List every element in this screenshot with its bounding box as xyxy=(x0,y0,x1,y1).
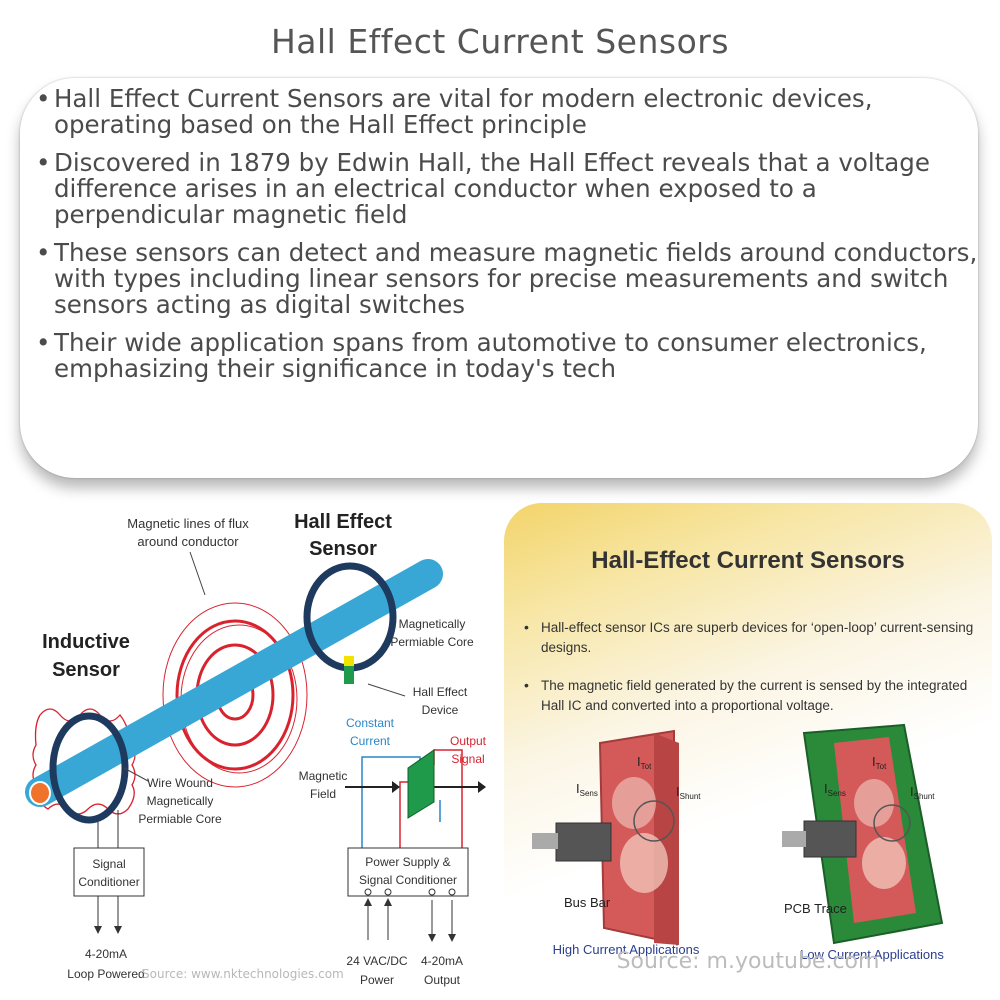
i-tot-label-2: ITot xyxy=(872,754,887,771)
bullet-item: •Their wide application spans from autom… xyxy=(34,330,984,382)
content-card xyxy=(20,78,978,478)
i-sens-label-2: ISens xyxy=(824,781,846,798)
loop-powered-label: Loop Powered xyxy=(67,967,144,981)
hall-sensor-title: Hall Effect xyxy=(294,511,392,533)
bullet-text: Hall Effect Current Sensors are vital fo… xyxy=(54,84,873,139)
inductive-sensor-title: Sensor xyxy=(52,659,120,681)
left-source: Source: www.nktechnologies.com xyxy=(142,967,344,981)
slide-bullet: Hall-effect sensor ICs are superb device… xyxy=(541,620,977,655)
slide-bullet-glyph: • xyxy=(524,677,529,693)
output-signal-label: Signal xyxy=(451,752,484,766)
hall-device-chip xyxy=(344,656,354,684)
flux-label: around conductor xyxy=(137,534,239,549)
magnetic-field-label: Magnetic xyxy=(299,769,348,783)
slide-bullet-line: designs. xyxy=(541,640,591,655)
hall-circuit xyxy=(345,749,486,848)
i-shunt-label-2: IShunt xyxy=(910,784,935,801)
hall-sensor-title: Sensor xyxy=(309,538,377,560)
bullet-item: •Hall Effect Current Sensors are vital f… xyxy=(34,86,984,138)
slide-canvas: Hall-Effect Current Sensors • Hall-effec… xyxy=(524,547,977,974)
hall-device-label: Hall Effect xyxy=(413,685,468,699)
power-supply-label: Signal Conditioner xyxy=(359,873,457,887)
power-supply-label: Power Supply & xyxy=(365,855,450,869)
bullet-glyph: • xyxy=(36,238,51,267)
constant-current-label: Constant xyxy=(346,716,395,730)
high-current-label: High Current Applications xyxy=(553,942,700,957)
i-shunt-label: IShunt xyxy=(676,784,701,801)
bullet-text: Their wide application spans from automo… xyxy=(54,328,927,383)
pcb-trace-label: PCB Trace xyxy=(784,901,847,916)
hall-device-label: Device xyxy=(422,703,459,717)
wire-wound-label: Magnetically xyxy=(147,794,214,808)
slide-bullet: The magnetic field generated by the curr… xyxy=(541,678,971,713)
i-tot-label: ITot xyxy=(637,754,652,771)
bullet-glyph: • xyxy=(36,84,51,113)
bullet-list: •Hall Effect Current Sensors are vital f… xyxy=(34,86,984,394)
bullet-glyph: • xyxy=(36,148,51,177)
right-source: Source: m.youtube.com xyxy=(617,949,880,974)
core-label: Magnetically xyxy=(399,617,466,631)
low-current-label: Low Current Applications xyxy=(800,947,944,962)
bullet-glyph: • xyxy=(36,328,51,357)
inductive-sensor-title: Inductive xyxy=(42,631,130,653)
core-label: Permiable Core xyxy=(390,635,474,649)
slide-heading: Hall-Effect Current Sensors xyxy=(591,547,904,574)
bus-bar-label: Bus Bar xyxy=(564,895,611,910)
terminals xyxy=(364,888,456,896)
hall-element xyxy=(407,749,435,819)
i-sens-label: ISens xyxy=(576,781,598,798)
output-signal-label: Output xyxy=(450,734,487,748)
power-label: 24 VAC/DC xyxy=(346,954,407,968)
signal-conditioner-label: Signal xyxy=(92,857,125,871)
loop-powered-label: 4-20mA xyxy=(85,947,127,961)
slide-bullet-line: Hall IC and converted into a proportiona… xyxy=(541,698,834,713)
flux-label: Magnetic lines of flux xyxy=(127,516,249,531)
slide-figure: Hall-Effect Current Sensors • Hall-effec… xyxy=(504,503,992,990)
wire-wound-label: Wire Wound xyxy=(147,776,213,790)
output-label: 4-20mA xyxy=(421,954,463,968)
constant-current-label: Current xyxy=(350,734,391,748)
page-title: Hall Effect Current Sensors xyxy=(270,22,730,61)
power-label: Power xyxy=(360,973,394,987)
wire-wound-label: Permiable Core xyxy=(138,812,222,826)
output-label: Output xyxy=(424,973,461,987)
signal-conditioner-box xyxy=(73,847,145,897)
conductor xyxy=(25,559,443,807)
bullet-item: •These sensors can detect and measure ma… xyxy=(34,240,984,318)
bullet-text: Discovered in 1879 by Edwin Hall, the Ha… xyxy=(54,148,930,229)
signal-conditioner-label: Conditioner xyxy=(78,875,139,889)
bus-bar-illustration xyxy=(532,729,679,945)
slide-bullet-glyph: • xyxy=(524,619,529,635)
sensor-diagram: Magnetic lines of flux around conductor … xyxy=(25,511,487,987)
bullet-item: •Discovered in 1879 by Edwin Hall, the H… xyxy=(34,150,984,228)
bullet-text: These sensors can detect and measure mag… xyxy=(54,238,978,319)
magnetic-field-label: Field xyxy=(310,787,336,801)
pcb-trace-illustration xyxy=(782,723,944,945)
power-supply-box xyxy=(347,847,469,897)
